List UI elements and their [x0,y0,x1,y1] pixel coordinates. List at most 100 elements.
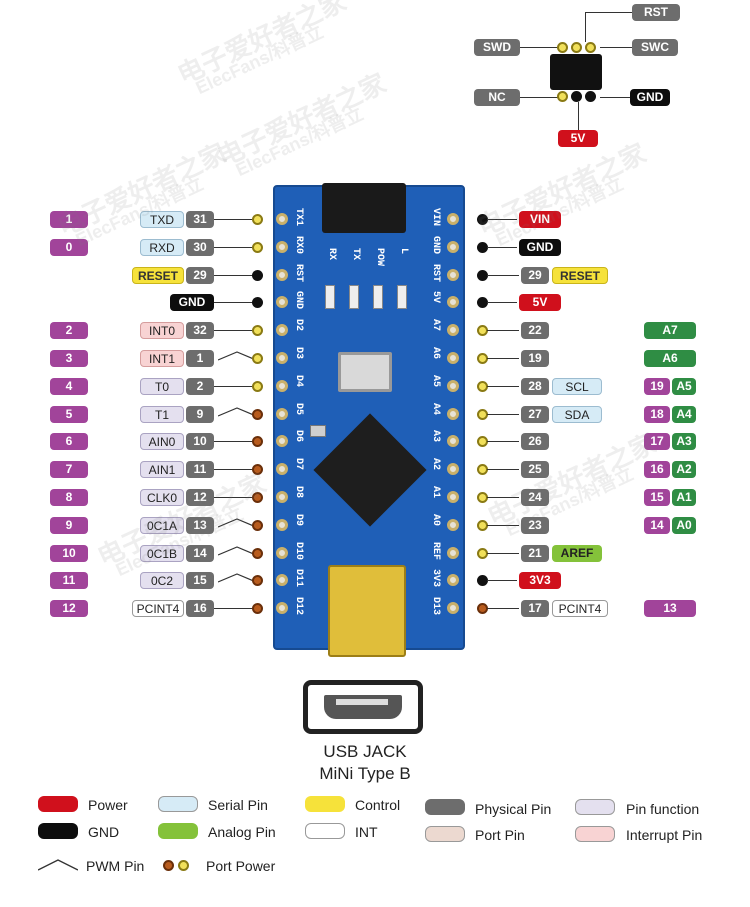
board-pin-hole [447,491,459,503]
pin-function-label: VIN [519,211,561,228]
pin-connector-line [214,219,256,220]
board-pin-hole [447,435,459,448]
board-pin-label-right: A7 [430,319,441,332]
pin-function-label: SDA [552,405,602,423]
pin-connector-line [487,441,519,443]
board-pin-hole [276,296,288,309]
legend-label: Serial Pin [208,797,268,813]
pin-dot [477,241,488,253]
board-pin-hole [276,240,288,253]
physical-pin-label: 28 [521,377,549,395]
pin-function-label: 5V [519,294,561,312]
icsp-pin-dot [557,91,568,102]
pin-dot [252,408,263,420]
board-pin-label-left: D2 [293,319,304,332]
pin-connector-line [214,441,256,443]
legend-swatch [38,823,78,839]
pin-function-label: 0C1B [140,544,184,562]
board-pin-hole [447,407,459,420]
icsp-5v-label: 5V [558,130,598,147]
pin-function-label: RXD [140,238,184,256]
physical-pin-label: 13 [186,516,214,534]
pin-dot [252,575,263,587]
pin-connector-line [487,274,519,276]
pin-connector-line [487,246,517,248]
board-pin-label-right: A6 [430,347,441,360]
pin-function-label: AIN1 [140,461,184,479]
legend-label: Power [88,797,128,813]
icsp-header [550,54,602,90]
port-pin-number: 2 [50,322,88,340]
icsp-pin-dot [571,91,582,102]
legend-swatch [575,826,615,842]
board-pin-hole [276,518,288,531]
board-pin-hole [276,379,288,392]
board-led-label: RX [326,248,337,261]
analog-pin-label: A3 [672,433,696,451]
icsp-swd-label: SWD [474,39,520,56]
pin-dot [252,214,263,225]
board-pin-hole [447,213,459,225]
pin-function-label: RESET [132,266,184,284]
board-pin-label-right: A1 [430,486,441,499]
pin-connector-line [214,274,256,276]
board-pin-hole [276,491,288,503]
pin-dot [252,603,263,615]
legend-label: INT [355,824,378,840]
pin-function-label: SCL [552,377,602,395]
board-pin-label-right: RST [430,263,441,282]
board-pin-hole [447,379,459,392]
port-pin-number: 15 [644,489,670,506]
pin-connector-line [487,413,519,415]
pin-connector-line [487,552,519,554]
pwm-wave-icon [218,351,256,361]
board-pin-hole [447,352,459,364]
pwm-wave-icon [218,573,256,583]
physical-pin-label: 14 [186,544,214,562]
pin-connector-line [487,524,519,526]
physical-pin-label: 30 [186,238,214,256]
board-pin-label-left: RST [293,263,304,282]
board-pin-label-right: A3 [430,430,441,443]
icsp-pin-dot [571,42,582,53]
icsp-gnd-label: GND [630,89,670,106]
pin-connector-line [487,358,519,359]
pin-connector-line [214,469,256,471]
physical-pin-label: 12 [186,489,214,506]
board-pin-hole [447,546,459,559]
pin-connector-line [487,330,519,332]
analog-pin-label: A5 [672,377,696,395]
legend-swatch [575,799,615,815]
board-pin-label-left: D6 [293,430,304,443]
watermark: 电子爱好者之家 [172,0,351,90]
pin-function-label: CLK0 [140,489,184,506]
legend-label: Port Power [206,858,276,874]
port-power-dot [163,860,174,871]
board-led-label: POW [374,248,385,267]
board-pin-label-left: D10 [293,541,304,560]
physical-pin-label: 1 [186,350,214,367]
icsp-pin-dot [557,42,568,53]
port-power-dot [178,860,189,871]
legend-swatch [38,796,78,812]
watermark: ElecFans/科普立 [232,103,367,181]
board-pin-hole [447,296,459,309]
analog-pin-label: A2 [672,461,696,479]
port-pin-number: 8 [50,489,88,506]
pin-function-label: PCINT4 [132,600,184,618]
board-led [397,285,407,309]
port-pin-number: 6 [50,433,88,451]
pwm-wave-icon [218,545,256,556]
pin-function-label: AIN0 [140,433,184,451]
board-pin-label-right: VIN [430,208,441,227]
pin-function-label: TXD [140,211,184,228]
pin-connector-line [487,580,517,582]
board-pin-hole [447,602,459,615]
legend-swatch [425,799,465,815]
board-icsp-connector [322,183,406,233]
board-pin-label-right: A5 [430,374,441,387]
board-pin-label-right: A0 [430,513,441,526]
pin-dot [252,547,263,559]
board-pin-hole [276,435,288,448]
pin-dot [252,241,263,253]
